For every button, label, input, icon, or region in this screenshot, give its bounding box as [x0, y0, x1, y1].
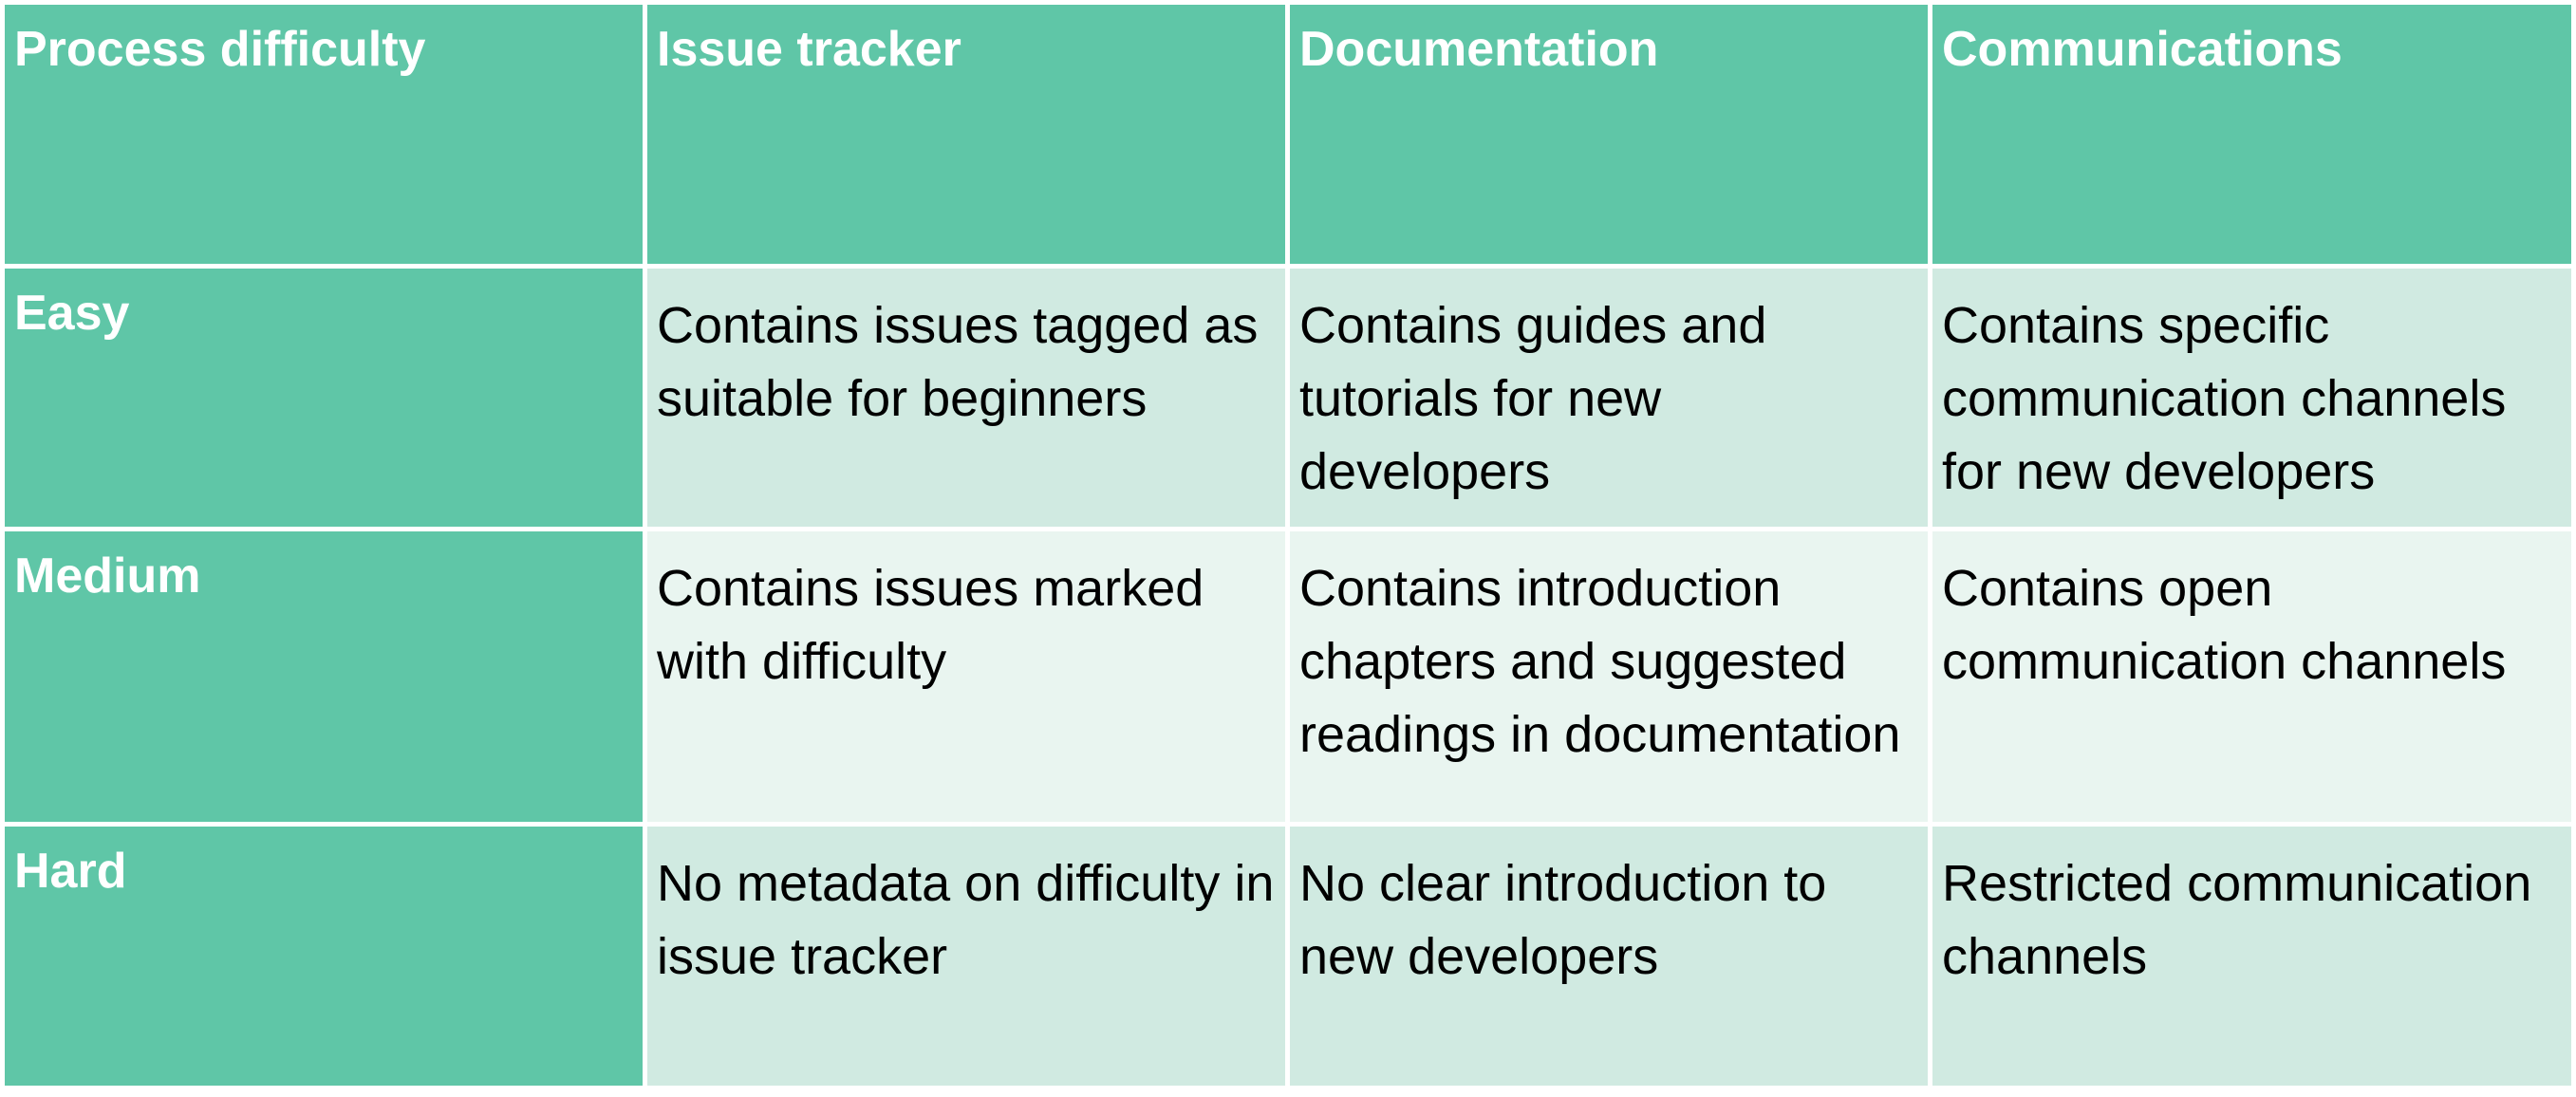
column-header-communications: Communications: [1932, 5, 2571, 264]
table-cell-medium-documentation: Contains introduction chapters and sugge…: [1290, 531, 1928, 822]
table-cell-hard-issue-tracker: No metadata on difficulty in issue track…: [647, 827, 1285, 1086]
row-header-hard: Hard: [5, 827, 643, 1086]
table-cell-hard-documentation: No clear introduction to new developers: [1290, 827, 1928, 1086]
column-header-issue-tracker: Issue tracker: [647, 5, 1285, 264]
column-header-documentation: Documentation: [1290, 5, 1928, 264]
table-cell-medium-communications: Contains open communication channels: [1932, 531, 2571, 822]
table-cell-hard-communications: Restricted communication channels: [1932, 827, 2571, 1086]
table-cell-easy-communications: Contains specific communication channels…: [1932, 269, 2571, 527]
row-header-easy: Easy: [5, 269, 643, 527]
difficulty-table: Process difficulty Issue tracker Documen…: [5, 5, 2571, 1092]
table-cell-medium-issue-tracker: Contains issues marked with difficulty: [647, 531, 1285, 822]
column-header-process-difficulty: Process difficulty: [5, 5, 643, 264]
row-header-medium: Medium: [5, 531, 643, 822]
table-cell-easy-issue-tracker: Contains issues tagged as suitable for b…: [647, 269, 1285, 527]
table-cell-easy-documentation: Contains guides and tutorials for new de…: [1290, 269, 1928, 527]
